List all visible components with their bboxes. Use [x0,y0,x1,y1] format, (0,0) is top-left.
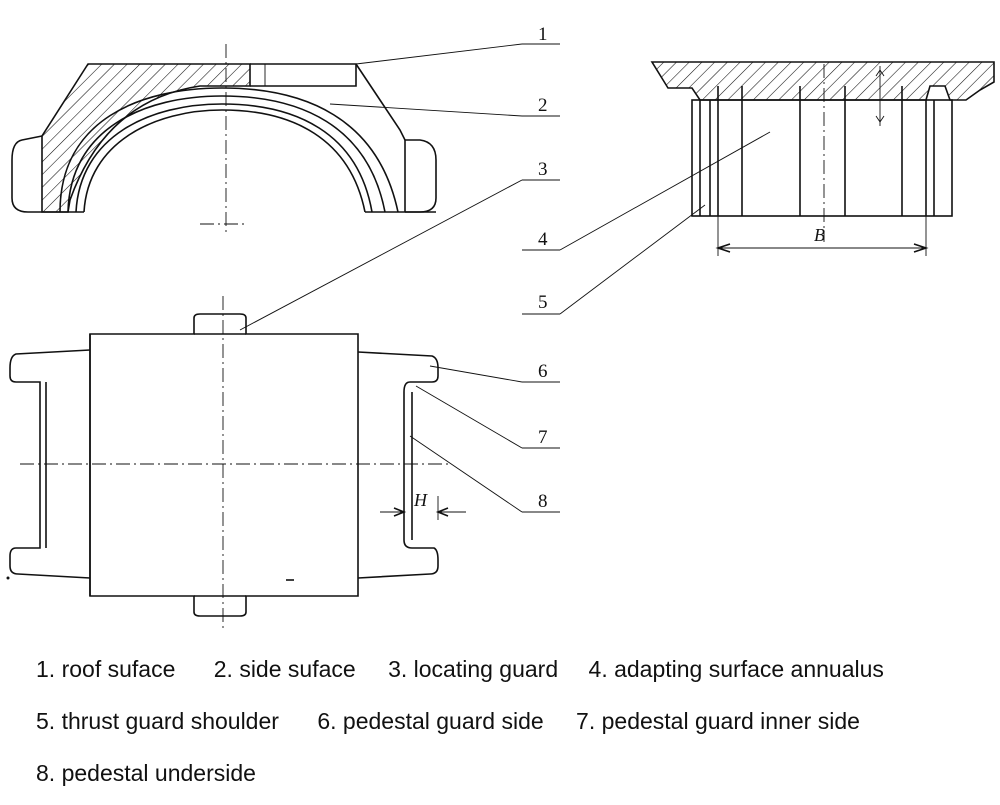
left-pedestal [9,349,91,579]
callout-3: 3 [538,159,548,180]
callout-8: 8 [538,491,548,512]
legend-item-5: 5. thrust guard shoulder [36,708,279,734]
legend-row-2: 5. thrust guard shoulder 6. pedestal gua… [36,708,860,735]
technical-drawing: B H [6,24,995,632]
side-body [691,99,953,217]
legend-item-2: 2. side suface [213,656,356,682]
right-lug [405,139,437,213]
legend-item-8: 8. pedestal underside [36,760,256,786]
side-roof-hatch [650,61,995,101]
callout-4: 4 [538,229,548,250]
adapter-plan-view [6,296,466,632]
dimension-h-label: H [413,490,428,510]
callout-5: 5 [538,292,548,313]
leader-lines [239,43,771,513]
right-pedestal [357,351,439,579]
right-flank [355,63,406,141]
arch-outer [59,87,399,213]
legend-row-1: 1. roof suface 2. side suface 3. locatin… [36,656,884,683]
legend-item-4: 4. adapting surface annualus [588,656,884,682]
left-lug [11,135,43,213]
legend-item-3: 3. locating guard [388,656,559,682]
legend-item-6: 6. pedestal guard side [317,708,544,734]
legend-item-1: 1. roof suface [36,656,176,682]
adapter-side-section [650,61,995,256]
callout-2: 2 [538,95,548,116]
roof-plate-right [250,63,357,87]
legend-row-3: 8. pedestal underside [36,760,256,787]
callout-7: 7 [538,427,548,448]
dimension-b-label: B [814,225,825,245]
callout-1: 1 [538,24,548,45]
plan-body [89,313,359,617]
legend-item-7: 7. pedestal guard inner side [576,708,860,734]
adapter-front-view [11,44,437,236]
callout-6: 6 [538,361,548,382]
roof-section-hatch [41,63,251,213]
